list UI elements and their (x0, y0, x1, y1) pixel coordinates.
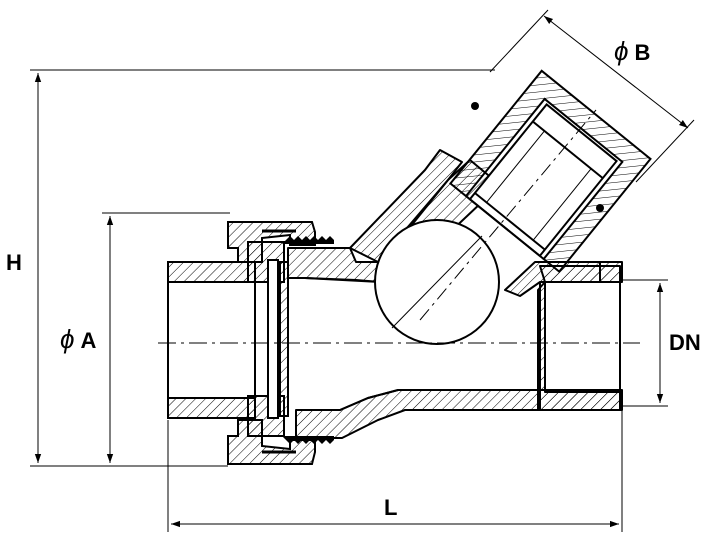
label-l: L (384, 495, 398, 520)
threads (282, 236, 334, 444)
inlet-socket-bottom (167, 397, 256, 419)
outlet-top-socket (599, 261, 623, 283)
seal-ring (267, 259, 279, 419)
valve-body (287, 149, 623, 439)
label-dn: DN (669, 330, 701, 355)
dim-b-arrow (543, 15, 689, 129)
union-nut (167, 221, 316, 465)
cap-oring-right (596, 204, 604, 212)
outlet-bottom-socket (539, 389, 623, 411)
seal-ring-inner (279, 261, 289, 417)
outlet-end (537, 265, 621, 411)
branch-axis-line (419, 109, 597, 321)
dimension-lines (30, 9, 695, 532)
diameter-symbol-b: ϕ (614, 36, 629, 66)
inlet-socket-top (167, 261, 256, 283)
cap-oring-left (471, 102, 479, 110)
diameter-symbol-a: ϕ (60, 324, 75, 354)
body-lower-wall (295, 389, 541, 439)
ball (374, 219, 500, 345)
label-h: H (6, 250, 22, 275)
